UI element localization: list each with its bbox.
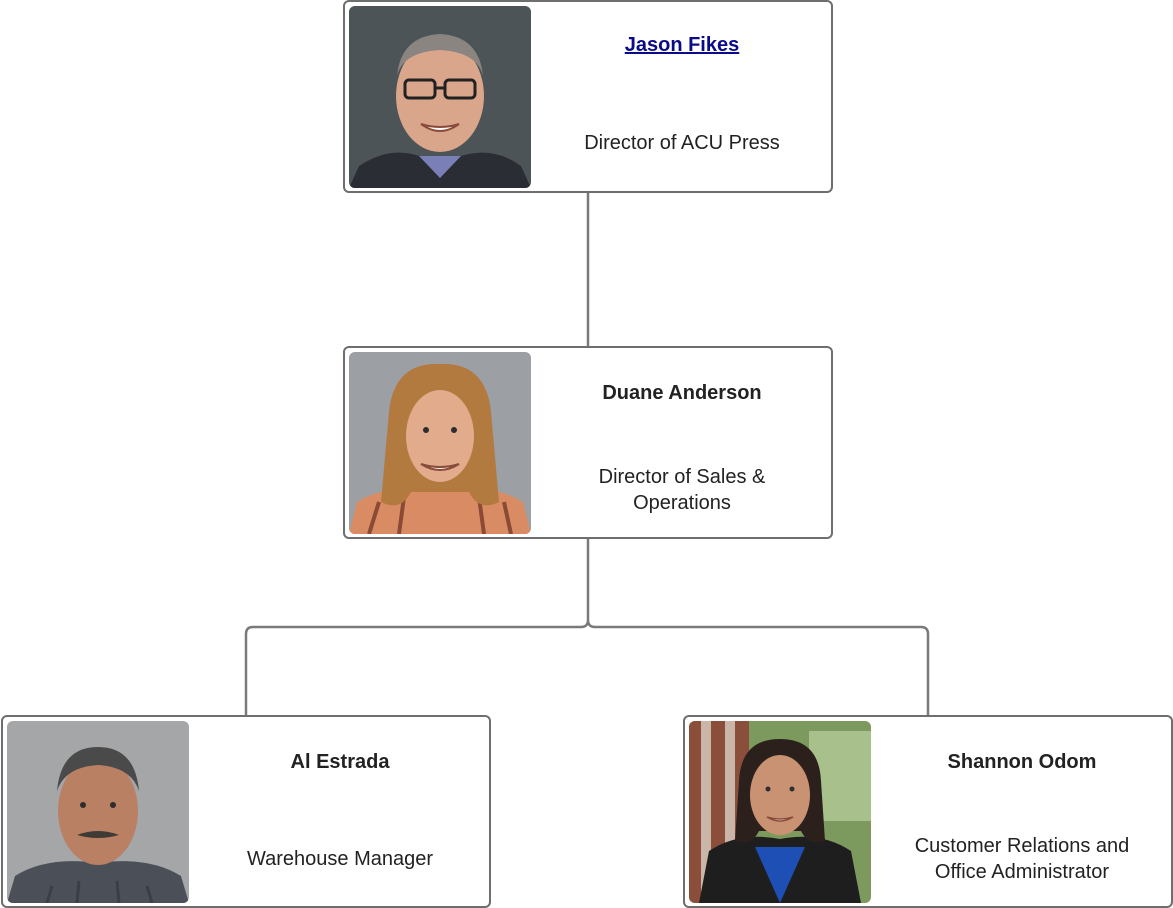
person-name: Duane Anderson xyxy=(602,382,762,404)
person-title: Warehouse Manager xyxy=(246,848,434,870)
org-card-shannon-odom: Shannon Odom Customer Relations and Offi… xyxy=(683,715,1173,908)
person-name: Al Estrada xyxy=(290,751,390,773)
profile-photo xyxy=(349,6,531,188)
person-title: Customer Relations and Office Administra… xyxy=(914,835,1130,883)
person-name: Shannon Odom xyxy=(947,751,1097,773)
profile-photo xyxy=(7,721,189,903)
org-card-duane-anderson: Duane Anderson Director of Sales & Opera… xyxy=(343,346,833,539)
org-card-jason-fikes: Jason Fikes Director of ACU Press xyxy=(343,0,833,193)
person-name-link[interactable]: Jason Fikes xyxy=(624,34,740,56)
person-title: Director of Sales & Operations xyxy=(598,466,766,514)
profile-photo xyxy=(349,352,531,534)
org-card-al-estrada: Al Estrada Warehouse Manager xyxy=(1,715,491,908)
profile-photo xyxy=(689,721,871,903)
person-title: Director of ACU Press xyxy=(584,132,780,154)
connector-anderson-to-reports xyxy=(244,538,930,716)
